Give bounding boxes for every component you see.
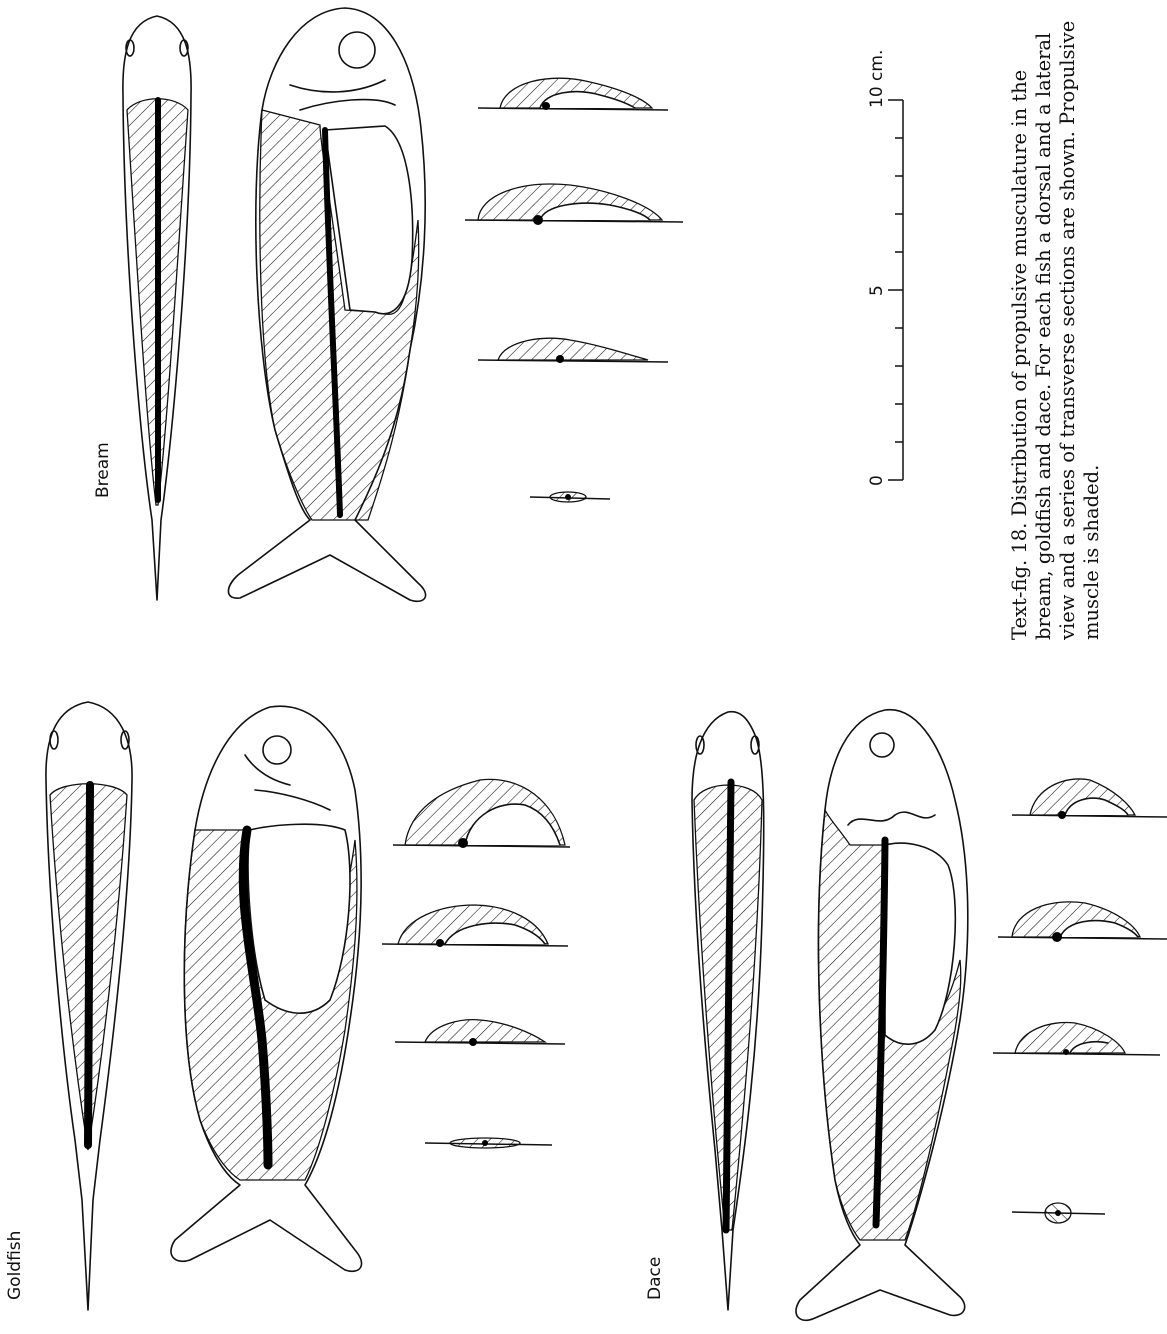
dace-group: Dace <box>645 710 1167 1321</box>
scale-tick-5: 5 <box>867 285 887 296</box>
bream-label: Bream <box>93 442 113 498</box>
caption-line-4: muscle is shaded. <box>1080 465 1103 640</box>
dace-cross-sections <box>993 779 1167 1223</box>
goldfish-lateral-view <box>171 706 362 1271</box>
dace-lateral-view <box>796 710 968 1321</box>
goldfish-cross-sections <box>382 779 570 1148</box>
goldfish-dorsal-view <box>46 702 132 1310</box>
caption-line-3: view and a series of transverse sections… <box>1056 21 1079 641</box>
bream-group: Bream <box>93 8 683 601</box>
goldfish-group: Goldfish <box>5 702 570 1310</box>
scale-tick-0: 0 <box>867 475 887 486</box>
scale-bar: 0 5 10 cm. <box>867 50 903 486</box>
bream-lateral-view <box>228 8 425 601</box>
dace-label: Dace <box>645 1257 665 1300</box>
bream-dorsal-view <box>123 16 191 600</box>
figure-caption: Text-fig. 18. Distribution of propulsive… <box>1008 21 1103 641</box>
caption-line-1: Text-fig. 18. Distribution of propulsive… <box>1008 70 1031 640</box>
scale-tick-10: 10 cm. <box>867 50 887 108</box>
goldfish-label: Goldfish <box>5 1231 25 1300</box>
bream-cross-sections <box>465 78 683 502</box>
caption-line-2: bream, goldfish and dace. For each fish … <box>1032 33 1055 640</box>
dace-dorsal-view <box>692 712 764 1310</box>
